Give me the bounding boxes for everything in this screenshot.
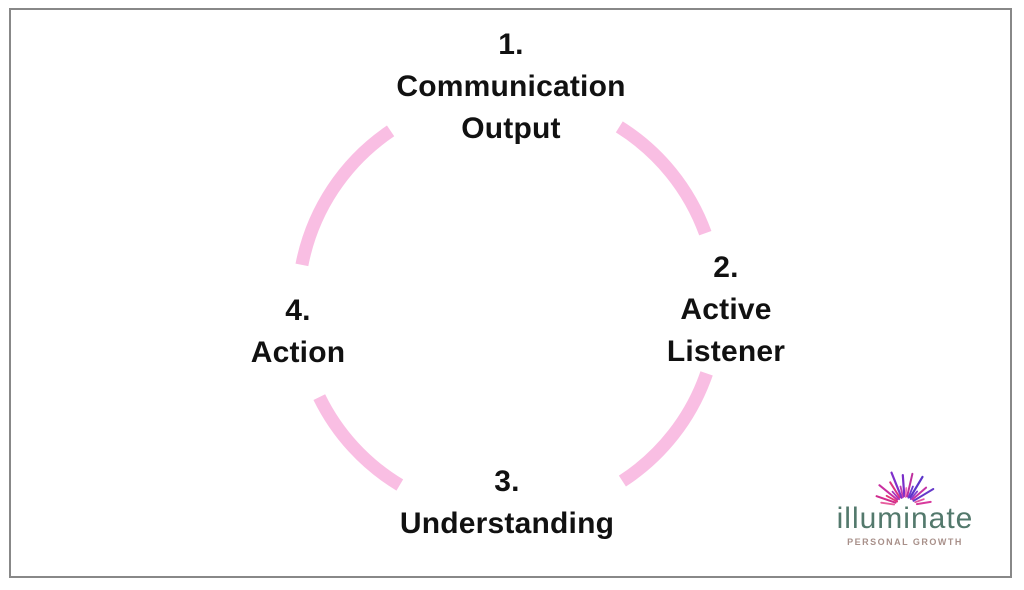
step-4-action: 4. Action [251,290,346,374]
brand-name: illuminate [836,502,974,535]
step-label-line: Action [250,336,346,369]
step-number: 4. [285,294,311,327]
step-label-line: Understanding [399,507,615,540]
step-label-line: Active [680,293,772,326]
brand-logo: illuminate PERSONAL GROWTH [825,456,985,548]
step-3-understanding: 3. Understanding [400,461,614,545]
step-2-active-listener: 2. Active Listener [667,247,785,373]
step-label-line: Listener [666,335,786,368]
step-number: 3. [494,465,520,498]
brand-tagline: PERSONAL GROWTH [847,537,963,547]
step-number: 2. [713,251,739,284]
step-1-communication-output: 1. Communication Output [396,24,625,150]
sunburst-icon [875,471,935,506]
step-number: 1. [498,28,524,61]
step-label-line: Output [461,112,561,145]
step-label-line: Communication [396,70,626,103]
